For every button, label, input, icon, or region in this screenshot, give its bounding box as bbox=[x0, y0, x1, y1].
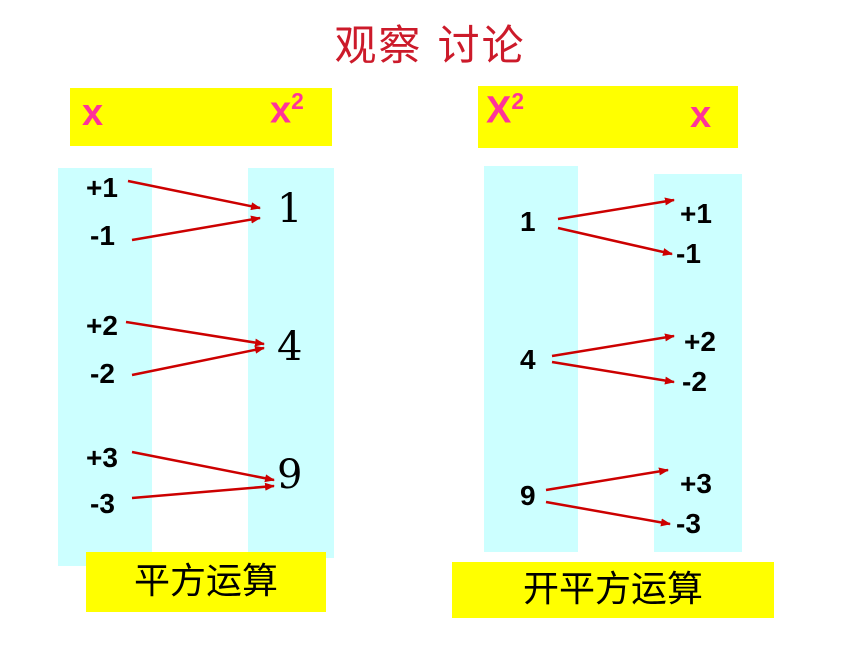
arrow-left-plus3-to-9 bbox=[131, 450, 275, 483]
left-header-x-squared-base: x bbox=[270, 89, 292, 132]
left-input-plus2: +2 bbox=[86, 310, 118, 341]
arrow-right-9-to-minus3 bbox=[545, 500, 671, 527]
right-output-plus1: +1 bbox=[680, 198, 712, 229]
right-output-plus2: +2 bbox=[684, 326, 716, 357]
right-header-x-squared-exp: 2 bbox=[511, 88, 525, 114]
left-input-minus1: -1 bbox=[90, 220, 115, 251]
left-header-x: x bbox=[82, 92, 104, 134]
arrow-right-9-to-plus3 bbox=[545, 467, 669, 492]
right-output-minus3: -3 bbox=[676, 508, 701, 539]
arrow-right-4-to-plus2 bbox=[551, 333, 675, 358]
right-output-column bbox=[654, 174, 742, 552]
arrow-right-4-to-minus2 bbox=[551, 360, 675, 385]
arrow-left-plus1-to-1 bbox=[127, 179, 261, 211]
left-header-x-squared-exp: 2 bbox=[291, 88, 304, 114]
left-input-plus1: +1 bbox=[86, 172, 118, 203]
right-output-minus1: -1 bbox=[676, 238, 701, 269]
left-input-plus3: +3 bbox=[86, 442, 118, 473]
right-header-x-squared-base: X bbox=[486, 89, 512, 132]
right-header-x: x bbox=[690, 94, 712, 136]
arrow-left-minus2-to-4 bbox=[131, 345, 265, 377]
right-caption: 开平方运算 bbox=[452, 562, 774, 618]
right-header-bar bbox=[478, 86, 738, 148]
right-input-1: 1 bbox=[520, 206, 536, 237]
left-header-bar bbox=[70, 88, 332, 146]
arrow-left-minus3-to-9 bbox=[131, 482, 275, 500]
left-input-minus3: -3 bbox=[90, 488, 115, 519]
left-header-x-squared: x2 bbox=[270, 88, 304, 133]
arrow-left-plus2-to-4 bbox=[125, 320, 265, 347]
left-output-4: 4 bbox=[277, 324, 303, 370]
left-output-column bbox=[248, 168, 334, 558]
arrow-left-minus1-to-1 bbox=[131, 215, 261, 242]
right-input-4: 4 bbox=[520, 344, 536, 375]
right-output-plus3: +3 bbox=[680, 468, 712, 499]
left-output-1: 1 bbox=[277, 186, 303, 232]
left-input-column bbox=[58, 168, 152, 566]
left-output-9: 9 bbox=[277, 452, 303, 498]
arrow-right-1-to-minus1 bbox=[557, 226, 673, 256]
right-input-9: 9 bbox=[520, 480, 536, 511]
left-caption: 平方运算 bbox=[86, 552, 326, 612]
arrow-right-1-to-plus1 bbox=[557, 197, 675, 221]
left-input-minus2: -2 bbox=[90, 358, 115, 389]
page-title: 观察 讨论 bbox=[334, 21, 526, 70]
right-header-x-squared: X2 bbox=[486, 88, 524, 133]
right-output-minus2: -2 bbox=[682, 366, 707, 397]
